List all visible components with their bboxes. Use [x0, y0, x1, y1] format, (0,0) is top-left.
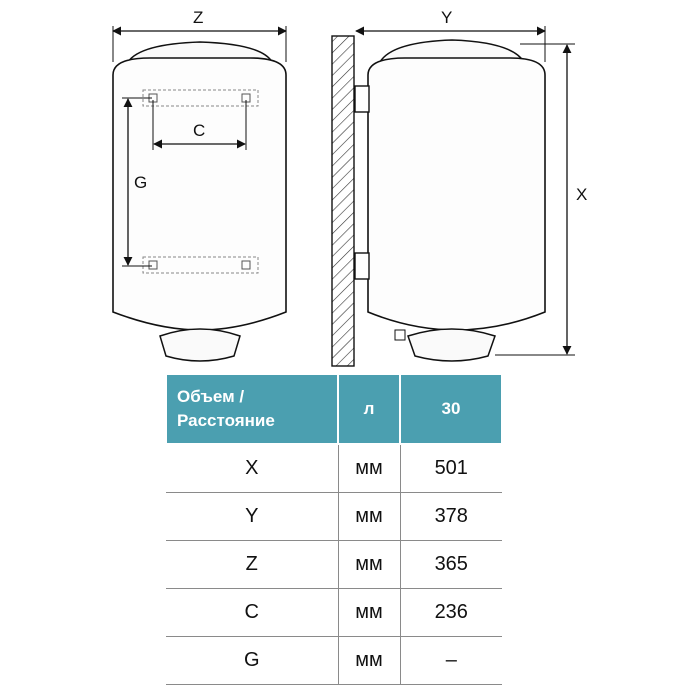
top-bracket [142, 89, 259, 107]
row-value: 365 [399, 540, 502, 589]
table-row: C мм 236 [166, 588, 502, 637]
table-row: X мм 501 [166, 444, 502, 493]
row-unit: мм [337, 492, 400, 541]
row-value: 378 [399, 492, 502, 541]
row-value: 501 [399, 444, 502, 493]
row-param: C [166, 588, 338, 637]
table-row: Z мм 365 [166, 540, 502, 589]
x-label: X [576, 185, 587, 204]
side-view: Y X [331, 8, 587, 367]
spec-table: Объем / Расстояние л 30 X мм 501 Y мм 37… [165, 373, 503, 685]
header-value: 30 [399, 373, 503, 445]
row-param: X [166, 444, 338, 493]
row-value: – [399, 636, 502, 685]
row-value: 236 [399, 588, 502, 637]
header-param-line1: Объем / [177, 387, 245, 406]
front-top-dome [126, 41, 274, 63]
table-header-row: Объем / Расстояние л 30 [165, 373, 503, 445]
header-param-line2: Расстояние [177, 411, 275, 430]
row-unit: мм [337, 636, 400, 685]
front-bottom-bowl [159, 328, 241, 362]
front-tank-body [112, 57, 287, 331]
side-top-dome [378, 39, 526, 63]
row-param: Z [166, 540, 338, 589]
table-row: G мм – [166, 636, 502, 685]
row-param: G [166, 636, 338, 685]
side-top-bracket [354, 85, 370, 113]
y-label: Y [441, 8, 452, 27]
side-tank-body [367, 57, 546, 331]
row-param: Y [166, 492, 338, 541]
header-parameter: Объем / Расстояние [165, 373, 339, 445]
table-row: Y мм 378 [166, 492, 502, 541]
dimension-diagram: Z C G Y [112, 8, 587, 367]
row-unit: мм [337, 540, 400, 589]
c-label: C [193, 121, 205, 140]
side-bottom-bracket [354, 252, 370, 280]
side-bottom-bowl [407, 328, 496, 362]
row-unit: мм [337, 588, 400, 637]
bottom-bracket [142, 256, 259, 274]
header-unit: л [337, 373, 401, 445]
wall [331, 35, 355, 367]
front-view: Z C G [112, 8, 287, 362]
z-label: Z [193, 8, 203, 27]
row-unit: мм [337, 444, 400, 493]
g-label: G [134, 173, 147, 192]
